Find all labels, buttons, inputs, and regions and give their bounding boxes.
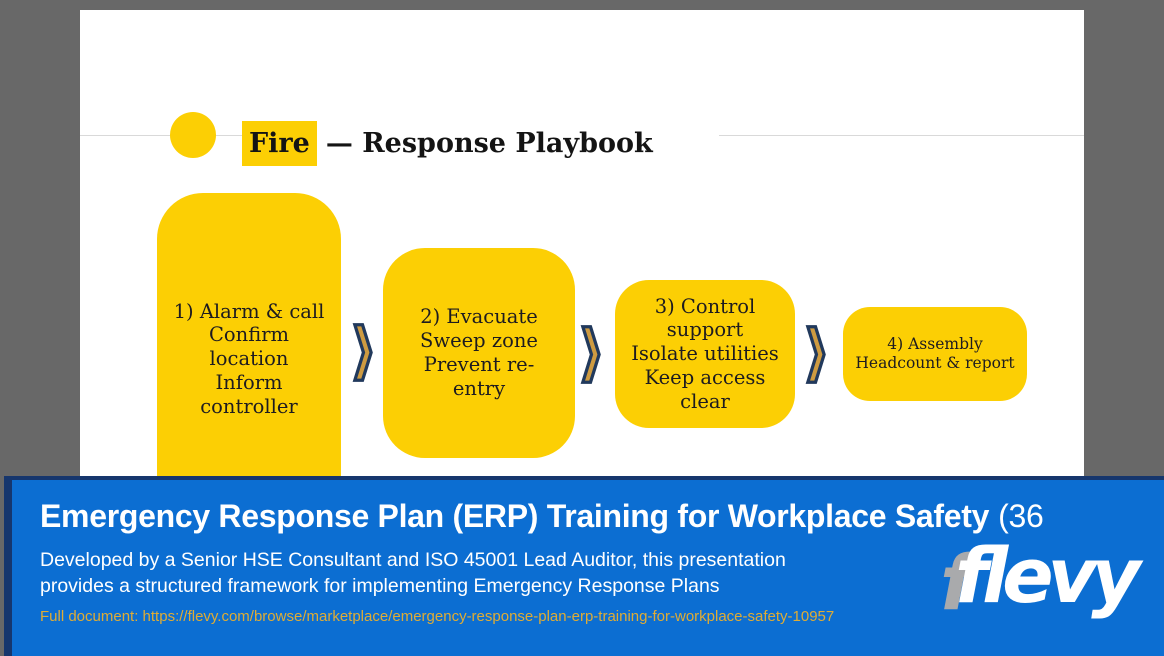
slide-title: Fire — Response Playbook bbox=[242, 121, 719, 166]
chevron-arrow-icon bbox=[580, 325, 601, 384]
process-step-text: 2) Evacuate Sweep zone Prevent re- entry bbox=[420, 305, 538, 400]
document-title-bold: Emergency Response Plan (ERP) Training f… bbox=[40, 498, 990, 534]
process-step-text: 3) Control support Isolate utilities Kee… bbox=[631, 294, 779, 413]
full-document-link[interactable]: Full document: https://flevy.com/browse/… bbox=[40, 608, 835, 625]
process-step-text: 1) Alarm & call Confirm location Inform … bbox=[173, 299, 325, 418]
chevron-arrow-icon bbox=[352, 323, 373, 382]
slide-title-rest: — Response Playbook bbox=[325, 128, 653, 159]
document-description: Developed by a Senior HSE Consultant and… bbox=[40, 549, 786, 597]
flevy-logo-text: flevy bbox=[955, 531, 1141, 620]
slide-canvas: Fire — Response Playbook 1) Alarm & call … bbox=[80, 10, 1084, 476]
process-step-box-1: 1) Alarm & call Confirm location Inform … bbox=[157, 193, 341, 476]
document-title: Emergency Response Plan (ERP) Training f… bbox=[40, 498, 1164, 535]
title-bullet-circle bbox=[170, 112, 216, 158]
flevy-logo: f flevy bbox=[940, 538, 1141, 621]
banner-content: Emergency Response Plan (ERP) Training f… bbox=[12, 480, 1164, 656]
document-info-banner: Emergency Response Plan (ERP) Training f… bbox=[4, 476, 1164, 656]
slide-title-highlight: Fire bbox=[242, 121, 317, 166]
process-step-text: 4) Assembly Headcount & report bbox=[855, 334, 1015, 373]
chevron-arrow-icon bbox=[805, 325, 826, 384]
process-step-box-4: 4) Assembly Headcount & report bbox=[843, 307, 1027, 401]
process-step-box-3: 3) Control support Isolate utilities Kee… bbox=[615, 280, 795, 428]
process-step-box-2: 2) Evacuate Sweep zone Prevent re- entry bbox=[383, 248, 575, 458]
document-title-suffix: (36 bbox=[998, 498, 1044, 534]
